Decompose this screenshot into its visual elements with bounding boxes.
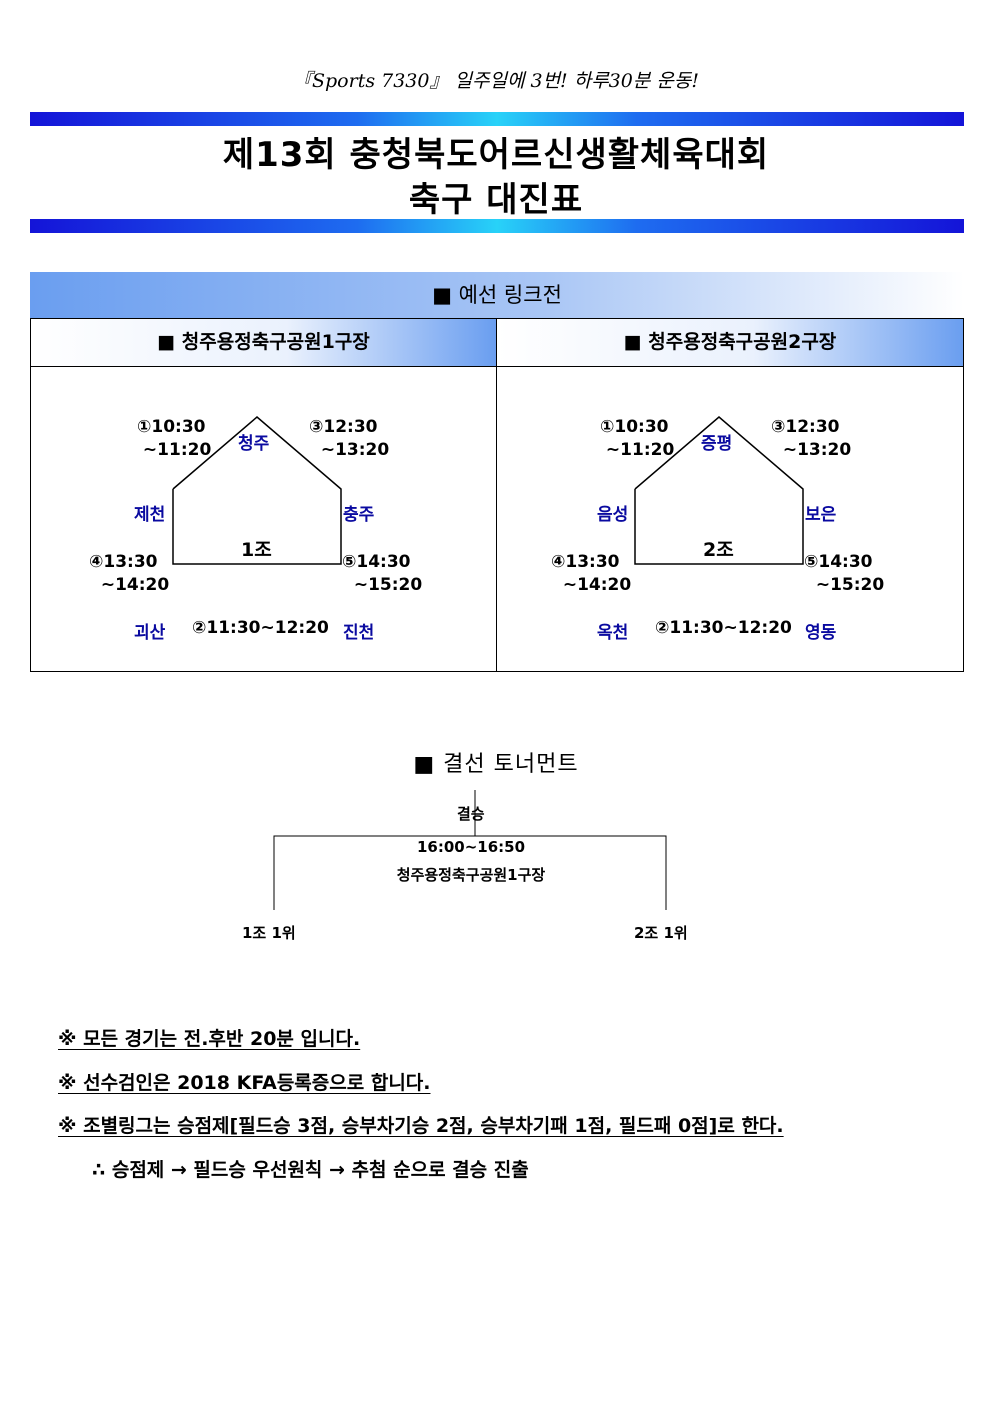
match-4-time: ④13:30 ~14:20 — [551, 552, 632, 595]
match-5-time: ⑤14:30 ~15:20 — [804, 552, 885, 595]
team-left: 음성 — [597, 505, 629, 525]
match-5-time: ⑤14:30 ~15:20 — [342, 552, 423, 595]
title-bar-top — [30, 112, 964, 126]
match-3-time: ③12:30 ~13:20 — [771, 417, 852, 460]
venue-panel-2: ■ 청주용정축구공원2구장 ①10:30 ~11:20 증평 ③12:30 ~1… — [496, 318, 964, 672]
group-1-diagram — [172, 416, 342, 565]
match-1-time: ①10:30 ~11:20 — [137, 417, 212, 460]
final-time: 16:00~16:50 — [416, 838, 526, 856]
final-left-team: 1조 1위 — [242, 924, 296, 942]
match-1-time: ①10:30 ~11:20 — [600, 417, 675, 460]
page-title: 제13회 충청북도어르신생활체육대회 — [222, 135, 770, 175]
note-4: ∴ 승점제 → 필드승 우선원칙 → 추첨 순으로 결승 진출 — [92, 1159, 529, 1181]
group-label: 1조 — [241, 539, 272, 561]
team-top: 청주 — [238, 434, 270, 454]
page-subtitle: 축구 대진표 — [408, 180, 584, 220]
title-bar-bottom — [30, 219, 964, 233]
group-2-diagram — [634, 416, 804, 565]
note-2: ※ 선수검인은 2018 KFA등록증으로 합니다. — [58, 1072, 431, 1094]
team-bottom-left: 옥천 — [597, 623, 629, 643]
group-1-pentagon — [172, 416, 342, 565]
team-bottom-right: 진천 — [343, 623, 375, 643]
match-2-time: ②11:30~12:20 — [192, 618, 329, 638]
prelim-heading: ■ 예선 링크전 — [30, 272, 964, 318]
final-venue: 청주용정축구공원1구장 — [396, 866, 546, 884]
final-label: 결승 — [457, 805, 485, 823]
team-bottom-right: 영동 — [805, 623, 837, 643]
venue-panel-1: ■ 청주용정축구공원1구장 ①10:30 ~11:20 청주 ③12:30 ~1… — [30, 318, 497, 672]
team-top: 증평 — [701, 434, 733, 454]
team-right: 보은 — [805, 505, 837, 525]
team-bottom-left: 괴산 — [134, 623, 166, 643]
final-heading: ■ 결선 토너먼트 — [413, 752, 579, 777]
match-2-time: ②11:30~12:20 — [655, 618, 792, 638]
note-3: ※ 조별링그는 승점제[필드승 3점, 승부차기승 2점, 승부차기패 1점, … — [58, 1115, 784, 1137]
team-left: 제천 — [134, 505, 166, 525]
team-right: 충주 — [343, 505, 375, 525]
slogan: 『Sports 7330』 일주일에 3번! 하루30분 운동! — [293, 70, 699, 92]
venue-name-1: ■ 청주용정축구공원1구장 — [31, 319, 496, 367]
venue-name-2: ■ 청주용정축구공원2구장 — [497, 319, 963, 367]
final-right-team: 2조 1위 — [634, 924, 688, 942]
note-1: ※ 모든 경기는 전.후반 20분 입니다. — [58, 1028, 361, 1050]
group-label: 2조 — [703, 539, 734, 561]
group-2-pentagon — [634, 416, 804, 565]
match-3-time: ③12:30 ~13:20 — [309, 417, 390, 460]
match-4-time: ④13:30 ~14:20 — [89, 552, 170, 595]
